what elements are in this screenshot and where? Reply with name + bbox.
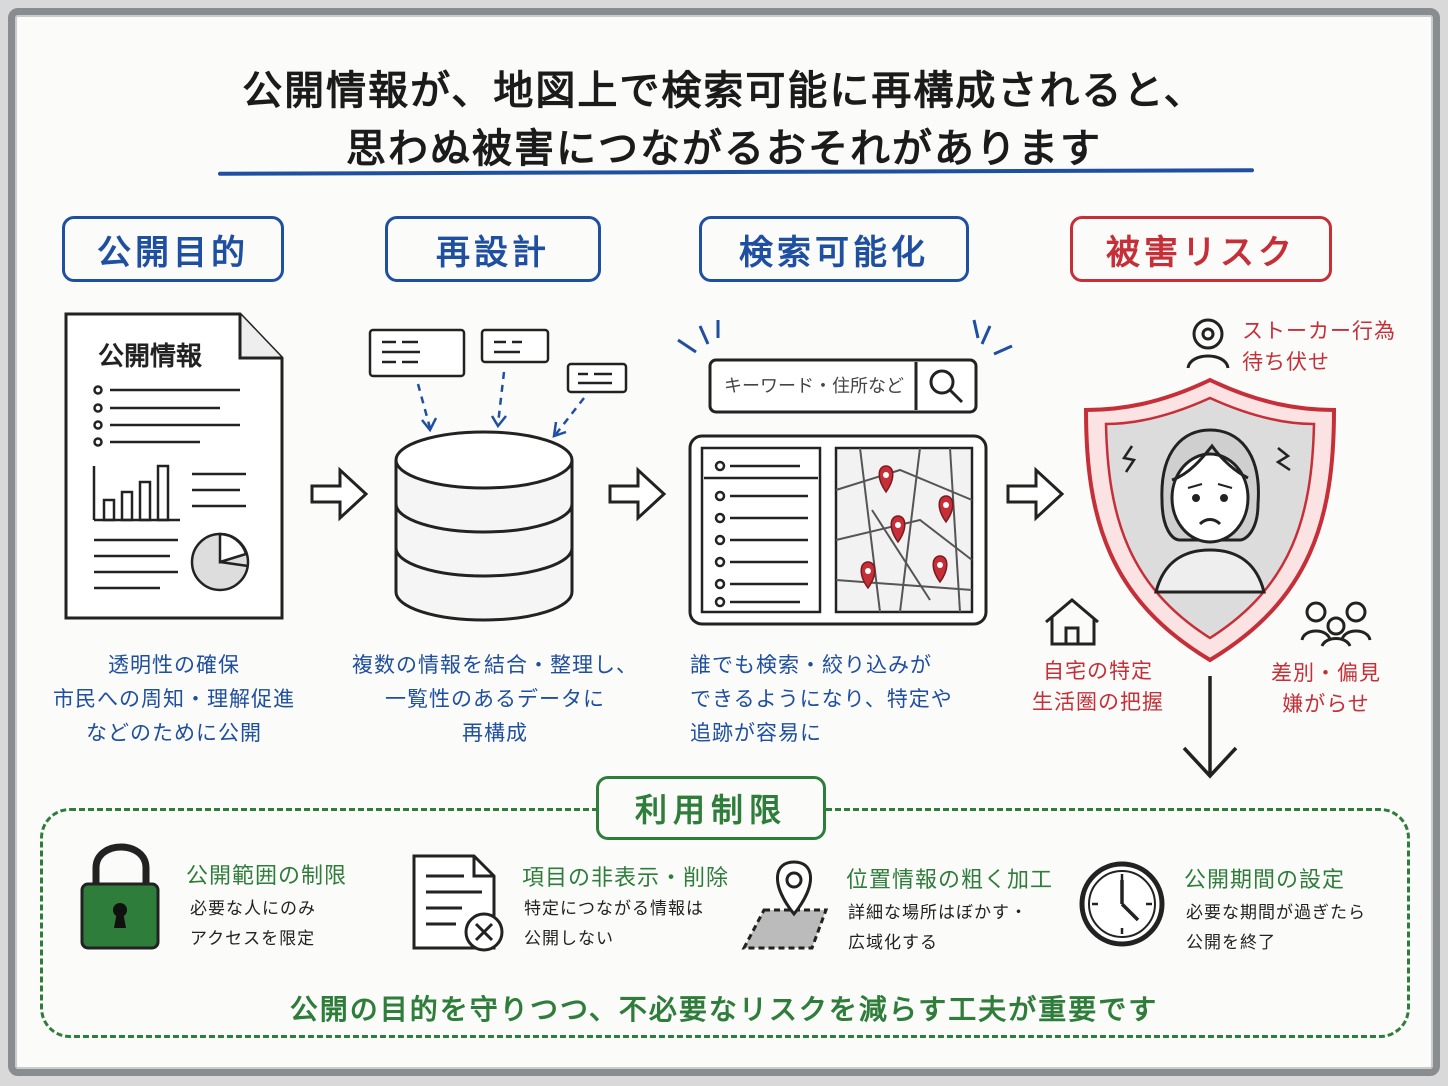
description-line: 誰でも検索・絞り込みが <box>690 653 932 677</box>
title-line-1: 公開情報が、地図上で検索可能に再構成されると、 <box>242 68 1206 114</box>
description-line: 必要な期間が過ぎたら <box>1186 903 1366 923</box>
description-line: 公開しない <box>524 929 614 949</box>
risk-line: 待ち伏せ <box>1242 350 1330 374</box>
risk-discrimination: 差別・偏見 嫌がらせ <box>1264 658 1388 720</box>
control-title: 公開期間の設定 <box>1184 868 1346 893</box>
description-line: 一覧性のあるデータに <box>385 687 605 711</box>
stage-label-purpose: 公開目的 <box>62 216 284 282</box>
flow-arrow-icon <box>310 466 369 522</box>
control-description: 詳細な場所はぼかす・ 広域化する <box>848 898 1028 958</box>
attention-lines-icon <box>677 319 1013 356</box>
control-title: 項目の非表示・削除 <box>522 866 730 891</box>
database-icon <box>394 430 574 622</box>
description-line: 複数の情報を結合・整理し、 <box>352 653 638 677</box>
map-app-icon <box>688 434 988 626</box>
stalker-person-icon <box>1186 318 1230 369</box>
search-icon <box>929 369 964 404</box>
risk-line: 自宅の特定 <box>1043 659 1153 683</box>
risk-line: 生活圏の把握 <box>1032 690 1164 714</box>
description-line: 市民への周知・理解促進 <box>53 687 295 711</box>
control-description: 必要な期間が過ぎたら 公開を終了 <box>1186 898 1366 958</box>
worried-person-icon <box>1154 428 1266 594</box>
risk-line: ストーカー行為 <box>1242 319 1396 343</box>
description-line: 追跡が容易に <box>690 721 822 745</box>
conclusion-text: 公開の目的を守りつつ、不必要なリスクを減らす工夫が重要です <box>289 993 1159 1026</box>
document-title: 公開情報 <box>98 342 203 372</box>
home-icon <box>1045 598 1099 646</box>
stage-description-purpose: 透明性の確保 市民への周知・理解促進 などのために公開 <box>40 648 308 750</box>
document-icon <box>64 312 284 620</box>
description-line: などのために公開 <box>86 721 262 745</box>
description-line: 詳細な場所はぼかす・ <box>848 903 1028 923</box>
stage-description-searchable: 誰でも検索・絞り込みが できるようになり、特定や 追跡が容易に <box>690 648 980 750</box>
stage-label-risk: 被害リスク <box>1070 216 1332 282</box>
description-line: 公開を終了 <box>1186 933 1276 953</box>
description-line: 広域化する <box>848 933 938 953</box>
description-line: アクセスを限定 <box>190 929 316 949</box>
data-cards-icon <box>368 328 628 394</box>
search-input: キーワード・住所など <box>724 376 904 397</box>
group-people-icon <box>1300 601 1372 647</box>
description-line: 透明性の確保 <box>108 653 240 677</box>
stage-label-redesign: 再設計 <box>385 216 601 282</box>
title-line-2: 思わぬ被害につながるおそれがあります <box>346 126 1102 172</box>
usage-restrictions-title: 利用制限 <box>596 776 826 840</box>
description-line: できるようになり、特定や <box>690 687 953 711</box>
risk-line: 差別・偏見 <box>1271 661 1381 685</box>
risk-line: 嫌がらせ <box>1282 692 1370 716</box>
description-line: 再構成 <box>462 721 528 745</box>
map-pin-icon <box>860 465 954 590</box>
down-arrow-icon <box>1182 676 1238 779</box>
merge-arrows <box>416 371 585 435</box>
flow-arrow-icon <box>608 466 667 522</box>
stage-label-searchable: 検索可能化 <box>699 216 969 282</box>
description-line: 必要な人にのみ <box>190 899 316 919</box>
control-description: 特定につながる情報は 公開しない <box>524 894 704 954</box>
description-line: 特定につながる情報は <box>524 899 704 919</box>
stress-marks-icon <box>1121 445 1291 473</box>
flow-arrow-icon <box>1006 466 1065 522</box>
risk-shield-icon <box>1083 377 1337 663</box>
control-title: 公開範囲の制限 <box>186 864 348 889</box>
stage-description-redesign: 複数の情報を結合・整理し、 一覧性のあるデータに 再構成 <box>350 648 640 750</box>
risk-stalking: ストーカー行為 待ち伏せ <box>1242 316 1396 378</box>
search-bar <box>677 319 1013 414</box>
control-title: 位置情報の粗く加工 <box>846 868 1054 893</box>
control-description: 必要な人にのみ アクセスを限定 <box>190 894 316 954</box>
risk-home: 自宅の特定 生活圏の把握 <box>1028 656 1168 718</box>
